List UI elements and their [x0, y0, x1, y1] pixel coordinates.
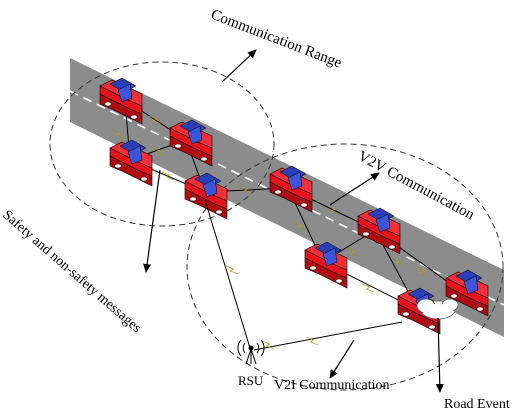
- communication-range-label: Communication Range: [209, 7, 345, 72]
- road-event-label: Road Event: [444, 397, 510, 412]
- rsu-label: RSU: [238, 373, 264, 388]
- v2i-links: [204, 199, 403, 351]
- cloud-event-icon: [416, 298, 459, 320]
- label-arrows: [143, 49, 444, 393]
- communication-range-right: [186, 143, 504, 391]
- v2i-label: V2I Communication: [274, 378, 390, 393]
- link-bolt-icon: [161, 171, 175, 181]
- communication-range-left: [49, 61, 275, 227]
- safety-messages-label: Safety and non-safety messages: [0, 208, 144, 336]
- v2i-bolt-icon: [225, 265, 239, 275]
- antenna-tower-icon: [237, 339, 265, 365]
